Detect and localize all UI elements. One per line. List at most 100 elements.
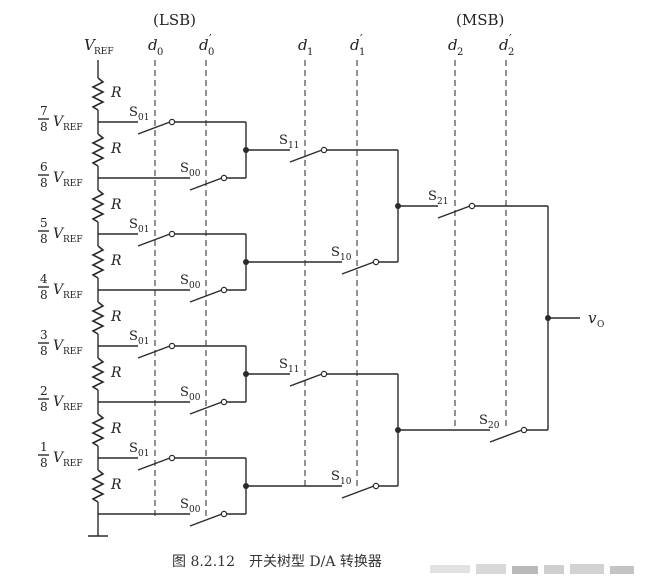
stage3-switches	[398, 202, 580, 443]
switch-S01-blade	[137, 345, 171, 359]
tap-label-4-8: 4 8 V REF	[38, 272, 83, 302]
vref-subscript: REF	[63, 291, 83, 301]
fraction-denominator: 8	[40, 232, 48, 246]
switch-subscript: 21	[437, 197, 448, 207]
fraction-numerator: 5	[40, 216, 48, 230]
stage1-switches	[98, 118, 249, 527]
control-subscript: 2	[508, 47, 514, 58]
switch-letter: S	[279, 357, 288, 372]
resistor	[91, 301, 105, 335]
switch-S21-blade	[437, 205, 471, 219]
vref-letter: V	[53, 114, 65, 130]
resistor	[91, 469, 105, 503]
tap-label-3-8: 3 8 V REF	[38, 328, 83, 358]
control-letter: d	[298, 36, 308, 54]
vref-subscript: REF	[63, 403, 83, 413]
control-label-d2-prime: d 2 ′	[499, 32, 514, 58]
switch-S00-blade	[189, 177, 223, 191]
switch-contact	[372, 258, 380, 266]
switch-contact	[220, 286, 228, 294]
msb-label: (MSB)	[456, 11, 504, 29]
switch-S00-blade	[189, 289, 223, 303]
output-letter: v	[588, 309, 597, 327]
tap-label-7-8: 7 8 V REF	[38, 104, 83, 134]
control-letter: d	[448, 36, 458, 54]
vref-subscript: REF	[94, 47, 114, 57]
vref-subscript: REF	[63, 459, 83, 469]
switch-contact	[168, 342, 176, 350]
switch-letter: S	[279, 133, 288, 148]
switch-letter: S	[331, 245, 340, 260]
switch-S10-blade	[341, 485, 375, 499]
resistor-label: R	[110, 365, 122, 381]
resistor-label: R	[110, 141, 122, 157]
output-subscript: O	[597, 320, 604, 330]
prime-mark: ′	[360, 32, 363, 46]
switch-letter: S	[129, 217, 138, 232]
control-letter: d	[199, 36, 209, 54]
switch-subscript: 00	[189, 505, 201, 515]
fraction-denominator: 8	[40, 344, 48, 358]
watermark-smudge	[430, 564, 634, 574]
fraction-denominator: 8	[40, 120, 48, 134]
fraction-denominator: 8	[40, 288, 48, 302]
control-lines	[154, 60, 507, 516]
control-subscript: 1	[359, 47, 365, 58]
control-label-d0: d 0	[148, 36, 163, 58]
control-label-d1: d 1	[298, 36, 313, 58]
control-subscript: 2	[457, 47, 463, 58]
switch-S11-blade	[289, 373, 323, 387]
switch-contact	[468, 202, 476, 210]
switch-letter: S	[180, 385, 189, 400]
switch-letter: S	[180, 161, 189, 176]
output-label: v O	[588, 309, 604, 330]
vref-letter: V	[53, 282, 65, 298]
fraction-numerator: 7	[40, 104, 48, 118]
vref-subscript: REF	[63, 235, 83, 245]
tap-label-5-8: 5 8 V REF	[38, 216, 83, 246]
resistor	[91, 77, 105, 111]
resistor-labels: R R R R R R R R	[110, 85, 122, 493]
resistor	[91, 189, 105, 223]
fraction-numerator: 6	[40, 160, 48, 174]
switch-contact	[220, 510, 228, 518]
switch-subscript: 10	[340, 253, 352, 263]
control-subscript: 0	[208, 47, 214, 58]
switch-S00-blade	[189, 513, 223, 527]
switch-letter: S	[129, 441, 138, 456]
switch-letter: S	[479, 413, 488, 428]
switch-contact	[168, 118, 176, 126]
switch-subscript: 00	[189, 169, 201, 179]
switch-subscript: 00	[189, 281, 201, 291]
control-label-d0-prime: d 0 ′	[199, 32, 214, 58]
resistor-label: R	[110, 253, 122, 269]
prime-mark: ′	[509, 32, 512, 46]
tap-label-6-8: 6 8 V REF	[38, 160, 83, 190]
switch-subscript: 01	[138, 225, 149, 235]
resistor-label: R	[110, 197, 122, 213]
resistor-label: R	[110, 421, 122, 437]
vref-letter: V	[53, 394, 65, 410]
fraction-denominator: 8	[40, 400, 48, 414]
switch-subscript: 01	[138, 337, 149, 347]
vref-letter: V	[53, 226, 65, 242]
switch-contact	[168, 454, 176, 462]
switch-subscript: 10	[340, 477, 352, 487]
control-letter: d	[148, 36, 158, 54]
control-label-d2: d 2	[448, 36, 463, 58]
switch-contact	[372, 482, 380, 490]
switch-S01-blade	[137, 121, 171, 135]
fraction-numerator: 3	[40, 328, 48, 342]
switch-contact	[320, 370, 328, 378]
switch-letter: S	[428, 189, 437, 204]
switch-contact	[220, 398, 228, 406]
